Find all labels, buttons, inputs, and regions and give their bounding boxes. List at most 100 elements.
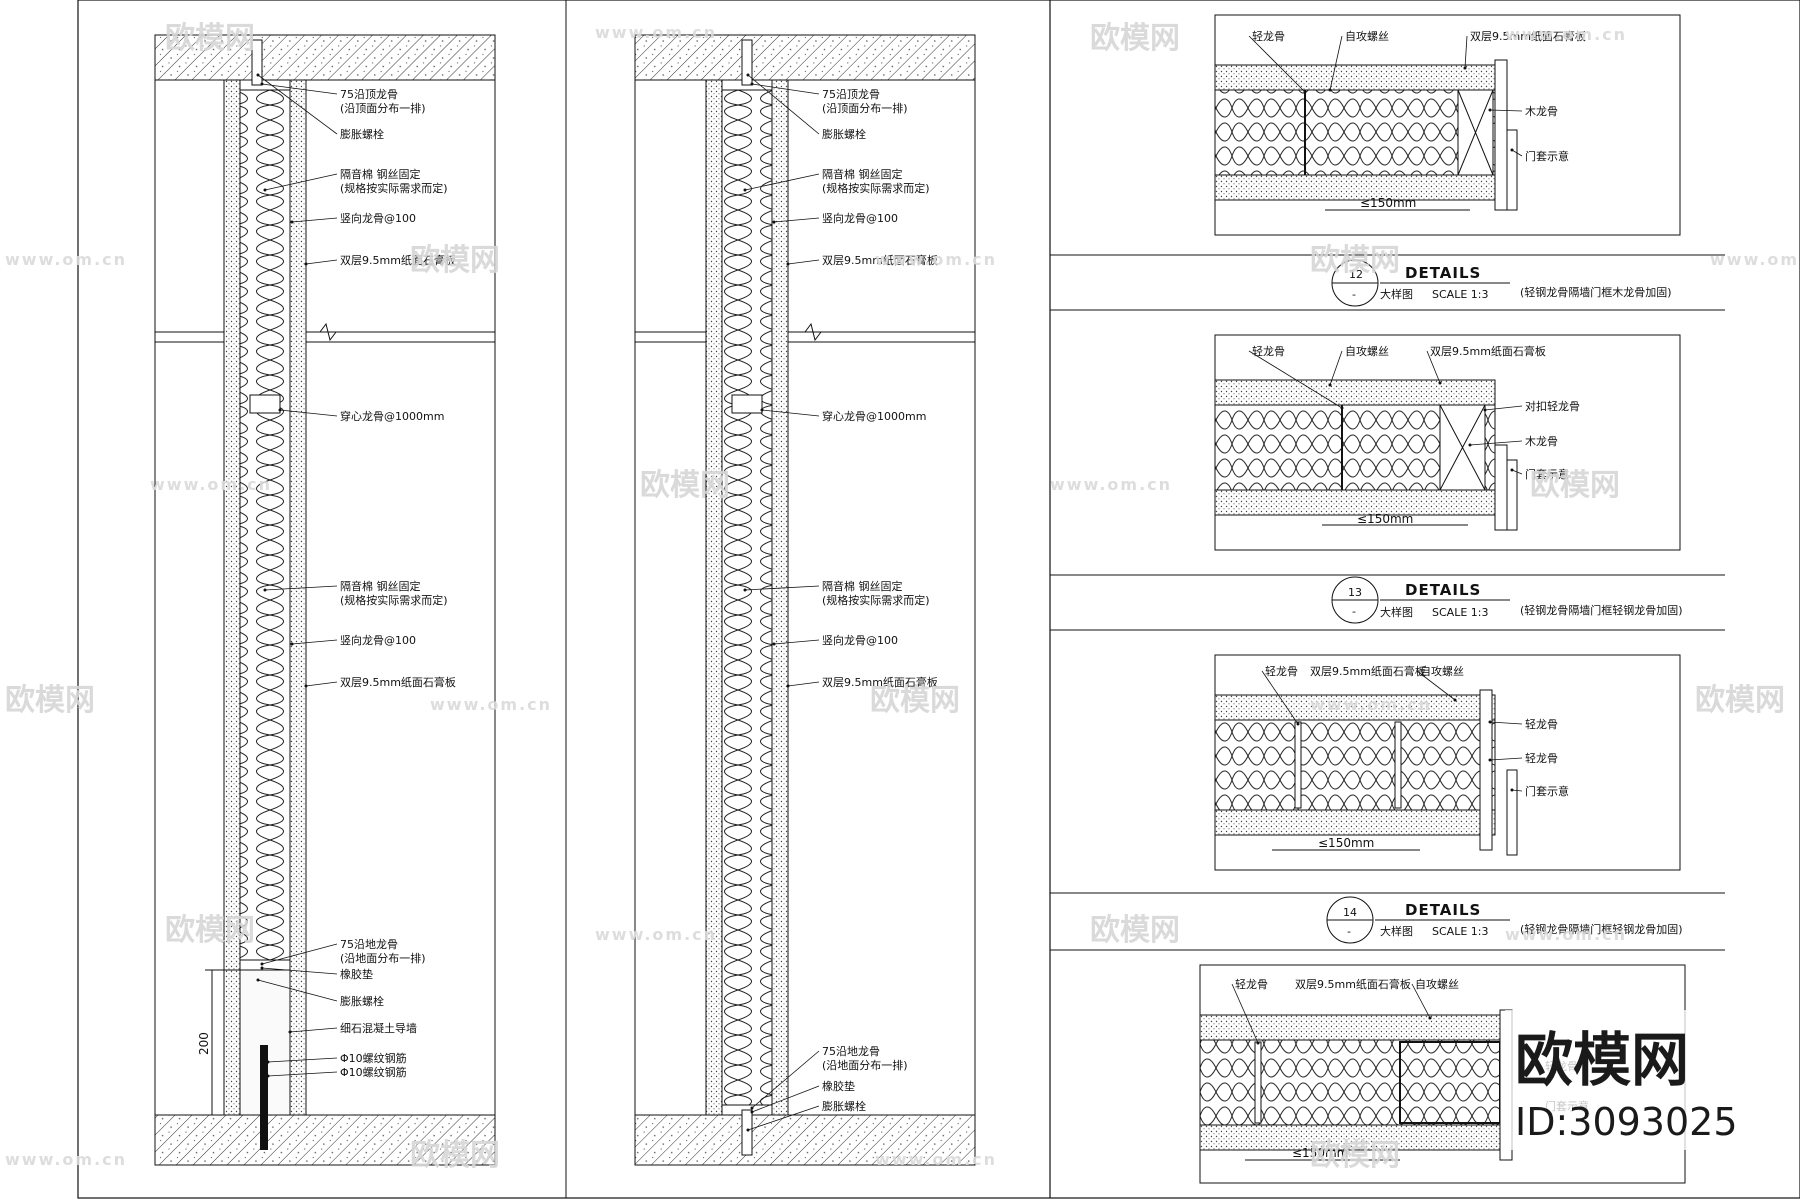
- brand-block: 欧模网 ID:3093025: [1505, 1010, 1745, 1150]
- leader-line: [291, 217, 338, 223]
- detail-12-title: 12 - DETAILS 大样图 SCALE 1:3 (轻钢龙骨隔墙门框木龙骨加…: [1050, 254, 1725, 311]
- leader-dot: [1468, 443, 1472, 447]
- callout-label: 竖向龙骨@100: [340, 633, 416, 647]
- detail-desc: (轻钢龙骨隔墙门框轻钢龙骨加固): [1520, 922, 1683, 936]
- leader-dot: [278, 408, 282, 412]
- leader-line: [747, 1105, 820, 1131]
- detail-scale: SCALE 1:3: [1432, 288, 1488, 301]
- leader-dot: [1510, 148, 1514, 152]
- detail-heading: DETAILS: [1405, 581, 1481, 599]
- leader-line: [291, 639, 338, 645]
- leader-line: [1489, 109, 1523, 112]
- callout-label: (规格按实际需求而定): [822, 181, 930, 195]
- watermark-text: 欧模网: [1310, 1138, 1400, 1173]
- insulation-core: [721, 89, 773, 1106]
- watermark-url: www.om.cn: [5, 250, 127, 269]
- callout-label: 自攻螺丝: [1345, 29, 1389, 43]
- leader-dot: [772, 642, 776, 646]
- floor-slab: [154, 1114, 496, 1166]
- watermark-url: www.om.cn: [5, 1150, 127, 1169]
- leader-line: [257, 979, 338, 1002]
- leader-line: [1426, 350, 1441, 384]
- detail-dash: -: [1352, 605, 1356, 618]
- leader-dot: [746, 1128, 750, 1132]
- callout-label: 双层9.5mm纸面石膏板: [822, 675, 938, 689]
- leader-line: [261, 943, 338, 965]
- leader-line: [1248, 35, 1306, 93]
- detail-14-title: 14 - DETAILS 大样图 SCALE 1:3 (轻钢龙骨隔墙门框轻钢龙骨…: [1050, 892, 1725, 951]
- detail-12-labels: 轻龙骨自攻螺丝双层9.5mm纸面石膏板木龙骨门套示意≤150mm: [1248, 29, 1586, 210]
- detail-heading: DETAILS: [1405, 264, 1481, 282]
- leader-line: [1411, 983, 1431, 1019]
- callout-label: 膨胀螺栓: [340, 994, 384, 1008]
- watermark-url: www.om.cn: [875, 1150, 997, 1169]
- leader-line: [261, 83, 338, 95]
- leader-dot: [263, 588, 267, 592]
- leader-line: [1416, 670, 1456, 701]
- detail-sub: 大样图: [1380, 605, 1413, 619]
- leader-dot: [746, 73, 750, 77]
- leader-line: [267, 1057, 338, 1063]
- callout-label: 木龙骨: [1525, 435, 1558, 448]
- callout-label: (规格按实际需求而定): [822, 593, 930, 607]
- callout-label: 细石混凝土导墙: [340, 1021, 417, 1035]
- leader-dot: [1463, 66, 1467, 70]
- callout-label: 自攻螺丝: [1345, 344, 1389, 358]
- leader-line: [267, 1071, 338, 1077]
- watermark-url: www.om.cn: [595, 925, 717, 944]
- leader-line: [1329, 350, 1343, 386]
- callout-label: 竖向龙骨@100: [822, 633, 898, 647]
- leader-line: [1511, 149, 1523, 157]
- leader-dot: [743, 188, 747, 192]
- callout-label: 轻龙骨: [1252, 344, 1285, 358]
- watermark-text: 欧模网: [165, 913, 255, 948]
- watermark-url: www.om.cn: [875, 250, 997, 269]
- callout-label: (沿顶面分布一排): [340, 101, 426, 115]
- leader-line: [1489, 721, 1523, 725]
- leader-dot: [256, 978, 260, 982]
- detail-heading: DETAILS: [1405, 901, 1481, 919]
- leader-dot: [786, 684, 790, 688]
- dimension-label: ≤150mm: [1357, 512, 1413, 526]
- callout-label: 轻龙骨: [1265, 664, 1298, 678]
- watermark-url: www.om.cn: [1505, 925, 1627, 944]
- callout-label: 双层9.5mm纸面石膏板: [1430, 344, 1546, 358]
- leader-line: [257, 74, 338, 135]
- callout-label: 轻龙骨: [1252, 29, 1285, 43]
- callout-label: 双层9.5mm纸面石膏板: [340, 675, 456, 689]
- leader-line: [264, 585, 338, 591]
- watermark-text: 欧模网: [5, 683, 95, 718]
- leader-line: [1231, 983, 1259, 1044]
- detail-scale: SCALE 1:3: [1432, 606, 1488, 619]
- leader-dot: [1296, 722, 1300, 726]
- watermark-text: 欧模网: [165, 21, 255, 56]
- leader-line: [289, 1027, 338, 1033]
- callout-label: Φ10螺纹钢筋: [340, 1051, 407, 1065]
- callout-label: 膨胀螺栓: [822, 1099, 866, 1113]
- detail-sub: 大样图: [1380, 287, 1413, 301]
- watermark-url: www.om.cn: [430, 695, 552, 714]
- watermark-url: www.om.cn: [595, 23, 717, 42]
- leader-line: [744, 173, 820, 191]
- callout-label: 75沿顶龙骨: [822, 88, 880, 101]
- insulation-core: [239, 79, 291, 961]
- detail-12: [1214, 14, 1681, 236]
- detail-15: [1199, 964, 1686, 1184]
- leader-dot: [260, 966, 264, 970]
- leader-dot: [1438, 381, 1442, 385]
- leader-line: [773, 639, 820, 645]
- leader-line: [1469, 440, 1523, 446]
- leader-dot: [750, 1106, 754, 1110]
- detail-14: [1214, 654, 1681, 871]
- watermark-text: 欧模网: [870, 683, 960, 718]
- callout-label: 双层9.5mm纸面石膏板: [340, 253, 456, 267]
- callout-label: 隔音棉 钢丝固定: [340, 579, 421, 593]
- detail-number: 14: [1343, 906, 1357, 919]
- callout-label: 自攻螺丝: [1415, 977, 1459, 991]
- leader-dot: [263, 188, 267, 192]
- leader-dot: [1483, 408, 1487, 412]
- leader-dot: [1488, 758, 1492, 762]
- dimension-label: ≤150mm: [1360, 196, 1416, 210]
- callout-label: 竖向龙骨@100: [822, 211, 898, 225]
- elevation-mid: [634, 34, 976, 1166]
